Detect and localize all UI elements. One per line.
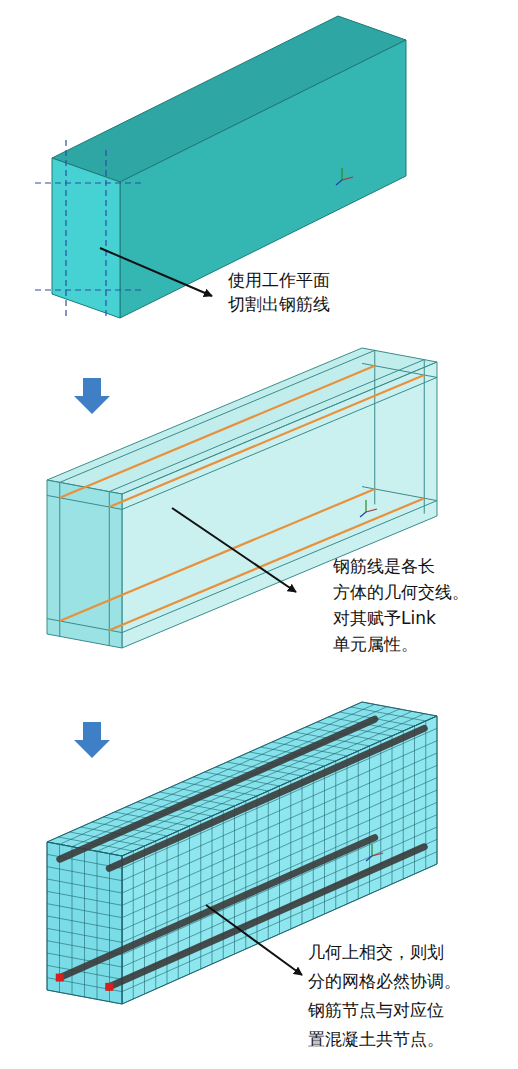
leader-line [206, 905, 302, 975]
axis-y [371, 844, 372, 856]
mesh-line [97, 711, 412, 851]
mesh-line [47, 990, 122, 1004]
rebar-line [109, 375, 424, 507]
mesh-line [122, 716, 437, 856]
rebar-element [109, 847, 424, 987]
axis-z [360, 512, 366, 517]
flow-arrow [74, 378, 110, 414]
work-plane-cut [35, 289, 145, 290]
solid-beam [35, 16, 406, 318]
mesh-line [47, 891, 122, 905]
axis-y [341, 168, 342, 180]
flow-arrow [74, 722, 110, 758]
axis-x [372, 853, 383, 856]
mesh-line [47, 879, 122, 893]
axis-x [342, 177, 353, 180]
mesh-line [122, 728, 437, 868]
cut-line [122, 377, 437, 509]
rebar-node [56, 974, 64, 982]
work-plane-cut [35, 182, 145, 183]
mesh-line [122, 802, 437, 942]
end-face [52, 158, 120, 318]
cut-line [59, 482, 60, 636]
axis-z [366, 856, 372, 861]
mesh-line [47, 916, 122, 930]
axis-x [366, 509, 377, 512]
cut-line [374, 350, 375, 504]
side-face [120, 40, 406, 318]
mesh-line [110, 714, 425, 854]
rebar-line [60, 366, 375, 498]
rebar-line [60, 489, 375, 621]
mesh-line [72, 707, 387, 847]
mesh-line [47, 904, 122, 918]
mesh-line [122, 765, 437, 905]
mesh-line [47, 702, 362, 842]
mesh-line [362, 702, 437, 716]
cut-line [109, 492, 110, 646]
mesh-line [122, 852, 437, 992]
axis-z [336, 180, 342, 185]
cut-line [109, 360, 424, 492]
rebar-element [60, 719, 375, 859]
leader-line [100, 248, 212, 296]
transparent-beam [47, 348, 437, 648]
rebar-element [109, 728, 424, 868]
mesh-line [122, 815, 437, 955]
work-plane-cut [105, 150, 106, 318]
work-plane-cut [65, 140, 66, 318]
mesh-line [351, 707, 426, 721]
callout-note: 几何上相交，则划 分的网格必然协调。 钢筋节点与对应位 置混凝土共节点。 [308, 938, 476, 1054]
axis-y [365, 500, 366, 512]
rebar-node [105, 983, 113, 991]
mesh-line [47, 928, 122, 942]
mesh-line [122, 778, 437, 918]
callout-note: 使用工作平面 切割出钢筋线 [228, 268, 342, 316]
callout-note: 钢筋线是各长 方体的几何交线。 对其赋予Link 单元属性。 [333, 553, 485, 657]
mesh-line [122, 753, 437, 893]
leader-line [172, 508, 296, 592]
